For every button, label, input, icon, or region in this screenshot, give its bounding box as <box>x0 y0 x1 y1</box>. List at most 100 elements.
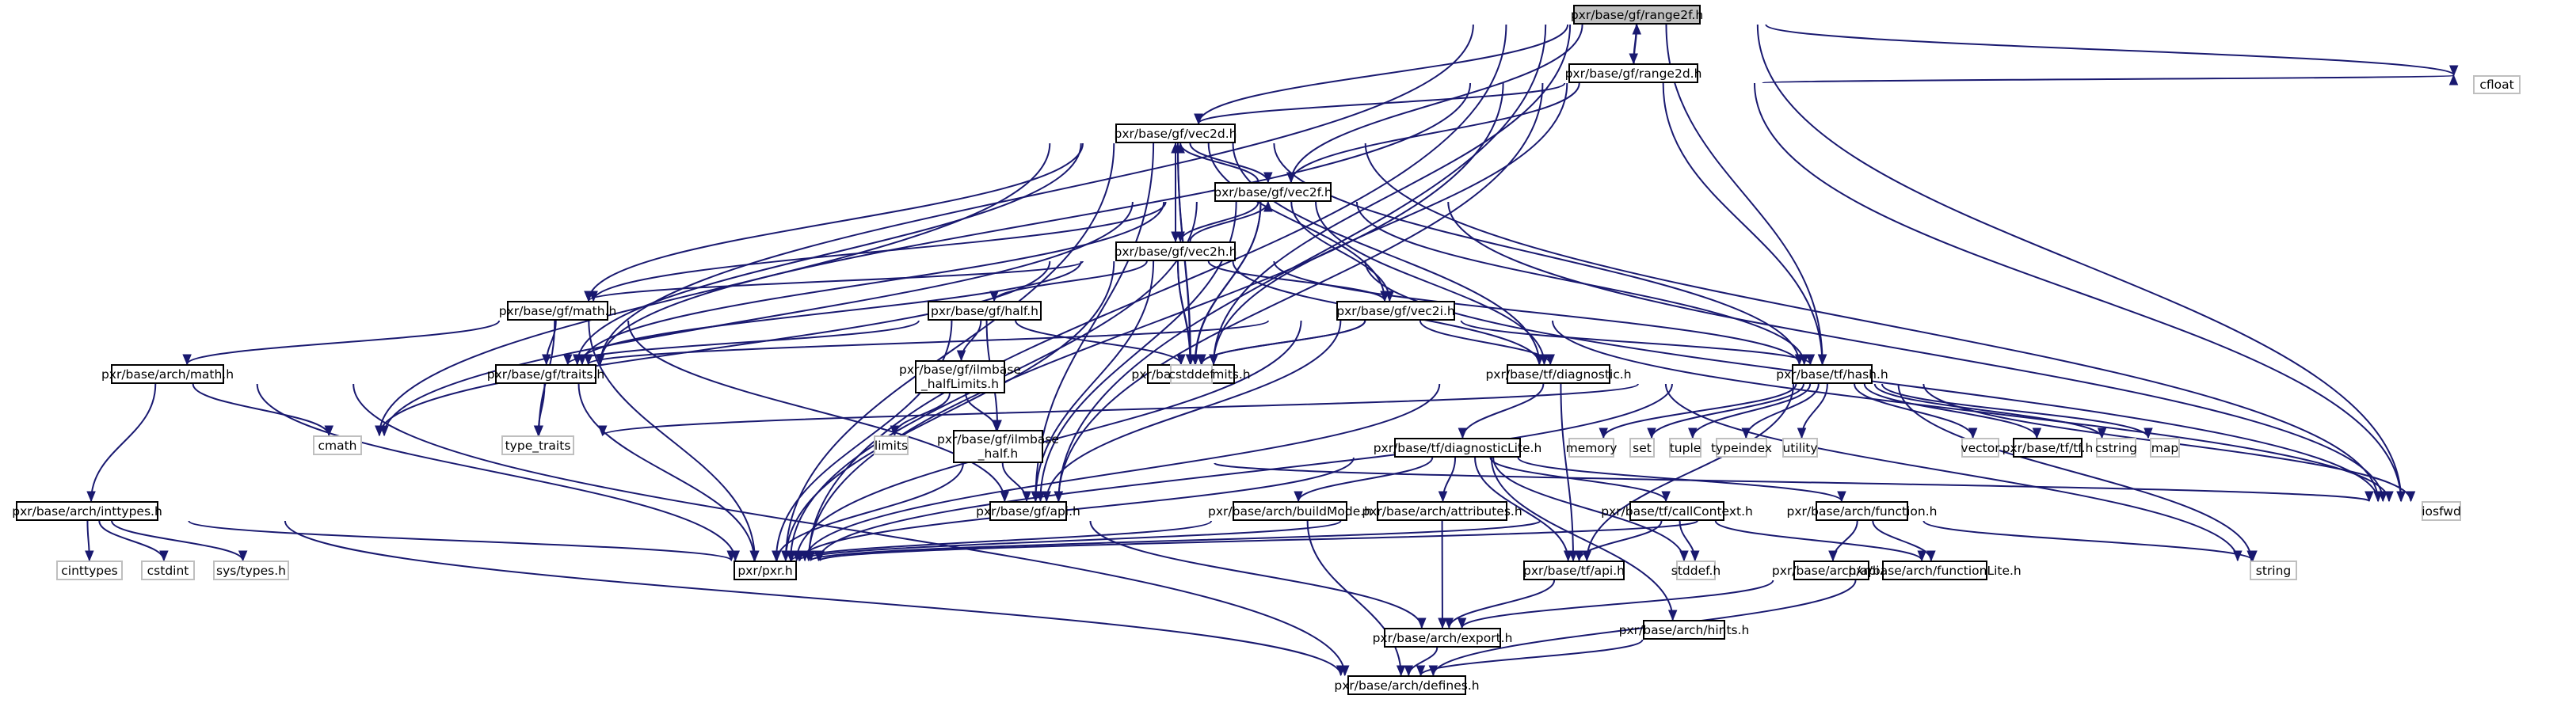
edge-vec2f-to-vec2h <box>1179 201 1259 242</box>
node-vec2f[interactable]: pxr/base/gf/vec2f.h <box>1214 182 1332 202</box>
arrowhead-hash-to-utility <box>1797 428 1807 439</box>
node-ilmlimits[interactable]: pxr/base/gf/ilmbase _halfLimits.h <box>899 360 1021 393</box>
node-range2f[interactable]: pxr/base/gf/range2f.h <box>1571 5 1703 25</box>
edge-range2f-to-pxrh <box>808 24 1507 561</box>
node-vec2d[interactable]: pxr/base/gf/vec2d.h <box>1115 124 1237 143</box>
edge-archmath-to-inttypes <box>90 383 157 502</box>
arrowhead-vec2i-to-iosfwd <box>2384 491 2394 503</box>
edge-vec2i-to-pxrh <box>795 320 1302 561</box>
edge-vec2f-to-cmath <box>383 201 1134 436</box>
node-vec2i[interactable]: pxr/base/gf/vec2i.h <box>1336 301 1455 321</box>
node-typeindex[interactable]: typeindex <box>1711 438 1772 458</box>
edge-range2d-to-hash <box>1662 82 1823 365</box>
arrowhead-half-to-ilmlimits <box>956 350 966 362</box>
arrowhead-archapi-to-export <box>1457 618 1467 629</box>
node-pxrh[interactable]: pxr/pxr.h <box>734 560 797 580</box>
edge-gfmath-to-pxrh <box>588 320 756 561</box>
arrowhead-hash-to-tuple <box>1688 428 1698 439</box>
arrowhead-half-to-cstddef <box>1176 354 1186 366</box>
node-limits[interactable]: limits <box>874 435 909 455</box>
node-hints[interactable]: pxr/base/arch/hints.h <box>1619 620 1749 640</box>
node-funclite[interactable]: pxr/base/arch/functionLite.h <box>1848 560 2022 580</box>
node-memory[interactable]: memory <box>1566 438 1617 458</box>
node-string[interactable]: string <box>2250 560 2297 580</box>
edge-archmath-to-pxrh <box>256 383 737 561</box>
arrowhead-range2d-to-hash <box>1817 354 1827 366</box>
edge-attributes-to-pxrh <box>798 520 1342 561</box>
edge-inttypes-to-systypes <box>111 520 244 561</box>
node-cstring[interactable]: cstring <box>2095 438 2137 458</box>
edge-archmath-to-cmath <box>192 383 330 436</box>
node-set[interactable]: set <box>1629 438 1655 458</box>
edge-buildmode-to-defines <box>1306 520 1402 676</box>
node-hash[interactable]: pxr/base/tf/hash.h <box>1776 364 1888 384</box>
node-gfmath[interactable]: pxr/base/gf/math.h <box>499 301 616 321</box>
node-cinttypes[interactable]: cinttypes <box>56 560 123 580</box>
node-export[interactable]: pxr/base/arch/export.h <box>1373 628 1512 648</box>
node-diagnostic[interactable]: pxr/base/tf/diagnostic.h <box>1485 364 1632 384</box>
node-vector[interactable]: vector <box>1961 438 2000 458</box>
arrowhead-vec2h-to-cmath <box>375 425 384 437</box>
arrowhead-hints-to-defines <box>1416 665 1426 677</box>
node-defines[interactable]: pxr/base/arch/defines.h <box>1334 675 1480 695</box>
edge-function-to-string <box>1922 520 2254 561</box>
node-inttypes[interactable]: pxr/base/arch/inttypes.h <box>12 501 162 521</box>
edge-range2d-to-iosfwd <box>1754 82 2402 502</box>
node-systypes[interactable]: sys/types.h <box>213 560 289 580</box>
node-cstdint[interactable]: cstdint <box>141 560 195 580</box>
node-traits[interactable]: pxr/base/gf/traits.h <box>487 364 604 384</box>
edge-range2d-to-cstddef <box>1212 82 1568 365</box>
node-ilmhalf[interactable]: pxr/base/gf/ilmbase _half.h <box>937 430 1059 463</box>
node-range2d[interactable]: pxr/base/gf/range2d.h <box>1565 63 1701 83</box>
node-tfapi[interactable]: pxr/base/tf/api.h <box>1523 560 1625 580</box>
edge-vec2f-to-vec2d <box>1179 142 1259 183</box>
node-gfapi[interactable]: pxr/base/gf/api.h <box>976 501 1080 521</box>
edge-vec2h-to-half <box>993 260 1148 302</box>
edge-callctx-to-funclite <box>1714 520 1923 561</box>
node-cfloat[interactable]: cfloat <box>2473 75 2521 94</box>
edge-range2d-to-traits <box>599 82 1472 365</box>
node-half[interactable]: pxr/base/gf/half.h <box>928 301 1042 321</box>
arrowhead-diaglite-to-callctx <box>1661 491 1671 503</box>
edge-vec2f-to-traits <box>581 201 1165 365</box>
arrowhead-callctx-to-tfapi <box>1574 550 1584 562</box>
edge-vec2d-to-pxrh <box>784 142 1115 561</box>
node-cstddef[interactable]: cstddef <box>1168 364 1214 384</box>
arrowhead-vec2h-to-gfapi <box>1031 491 1041 503</box>
edge-vec2d-to-cmath <box>378 142 1051 436</box>
edge-archmath-to-defines <box>352 383 1346 676</box>
node-archapi[interactable]: pxr/base/arch/api.h <box>1772 560 1891 580</box>
node-archmath[interactable]: pxr/base/arch/math.h <box>101 364 234 384</box>
node-attributes[interactable]: pxr/base/arch/attributes.h <box>1362 501 1522 521</box>
node-tfh[interactable]: pxr/base/tf/tf.h <box>2002 438 2093 458</box>
edge-range2f-to-vec2f <box>1290 24 1583 183</box>
edge-vec2f-to-cstddef <box>1195 201 1262 365</box>
node-utility[interactable]: utility <box>1782 438 1818 458</box>
arrowhead-ilmhalf-to-iosfwd <box>2365 491 2374 503</box>
node-map[interactable]: map <box>2150 438 2180 458</box>
edge-range2d-to-cfloat <box>1762 74 2455 84</box>
edge-tfapi-to-export <box>1448 580 1556 629</box>
arrowhead-diaglite-to-attributes <box>1438 491 1448 503</box>
edge-vec2h-to-cmath <box>378 260 1051 436</box>
arrowhead-range2d-to-iosfwd <box>2396 491 2406 503</box>
edge-range2f-to-cfloat <box>1765 24 2455 76</box>
node-iosfwd[interactable]: iosfwd <box>2422 501 2461 521</box>
arrowhead-diaglite-to-buildmode <box>1294 491 1303 503</box>
edge-vec2i-to-gfapi <box>1046 320 1342 502</box>
arrowhead-archmath-to-cmath <box>324 425 334 437</box>
arrowhead-function-to-pxrh <box>815 550 825 562</box>
edge-diaglite-to-pxrh <box>798 457 1355 561</box>
node-stddefh[interactable]: stddef.h <box>1671 560 1721 580</box>
node-type_traits[interactable]: type_traits <box>501 435 574 455</box>
node-tuple[interactable]: tuple <box>1669 438 1701 458</box>
node-diaglite[interactable]: pxr/base/tf/diagnosticLite.h <box>1374 438 1541 458</box>
edge-vec2d-to-iosfwd <box>1364 142 2380 502</box>
node-function[interactable]: pxr/base/arch/function.h <box>1787 501 1937 521</box>
node-vec2h[interactable]: pxr/base/gf/vec2h.h <box>1115 241 1237 261</box>
node-buildmode[interactable]: pxr/base/arch/buildMode.h <box>1208 501 1372 521</box>
edge-vec2i-to-hash <box>1460 320 1812 365</box>
node-cmath[interactable]: cmath <box>313 435 362 455</box>
node-callctx[interactable]: pxr/base/tf/callContext.h <box>1601 501 1753 521</box>
arrowhead-hash-to-type_traits <box>597 425 608 437</box>
